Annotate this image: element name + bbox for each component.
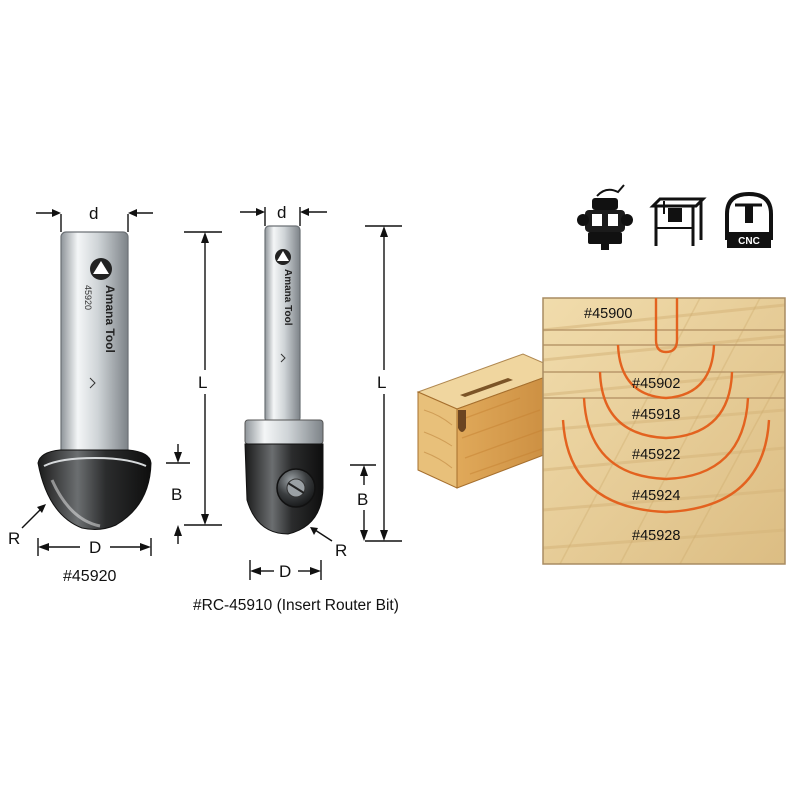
profile-label-45902: #45902	[632, 376, 680, 392]
router-table-icon	[649, 197, 707, 246]
dim-label-L: L	[198, 373, 207, 392]
profile-label-45928: #45928	[632, 528, 680, 544]
insert-dim-label-L: L	[377, 373, 386, 392]
insert-dim-label-d: d	[277, 203, 286, 222]
profile-shape-45922	[582, 397, 750, 481]
solid-round-nose-bit: Amana Tool 45920 d L B R	[8, 204, 222, 585]
profile-shape-45902	[616, 344, 716, 400]
profile-label-45900: #45900	[584, 306, 632, 322]
insert-dim-label-D: D	[279, 562, 291, 581]
amana-logo-icon	[90, 258, 112, 280]
insert-router-bit: Amana Tool d L B R	[193, 203, 402, 614]
dim-label-B: B	[171, 485, 182, 504]
handheld-router-icon	[577, 184, 633, 250]
dim-label-d: d	[89, 204, 98, 223]
bearing-collar	[244, 419, 324, 445]
cutter-head	[37, 449, 152, 530]
shank-number-text: 45920	[83, 285, 93, 310]
machine-icons: CNC	[577, 184, 773, 250]
insert-shank-brand-text: Amana Tool	[282, 269, 293, 326]
profile-label-45922: #45922	[632, 447, 680, 463]
profile-label-45918: #45918	[632, 407, 680, 423]
dim-label-D: D	[89, 538, 101, 557]
profile-shape-45918	[598, 371, 734, 440]
profile-label-45924: #45924	[632, 488, 680, 504]
amana-logo-icon	[275, 249, 291, 265]
dim-label-R: R	[8, 529, 20, 548]
profile-shape-45900	[654, 298, 679, 354]
part-number-45920: #45920	[63, 568, 116, 585]
insert-dim-label-B: B	[357, 490, 368, 509]
cnc-label: CNC	[738, 236, 760, 247]
wood-block-sample	[416, 353, 564, 489]
shank-brand-text: Amana Tool	[103, 285, 117, 353]
part-number-rc-45910: #RC-45910 (Insert Router Bit)	[193, 597, 399, 614]
cnc-machine-icon: CNC	[725, 191, 773, 248]
profile-shape-45924	[561, 419, 771, 514]
insert-dim-label-R: R	[335, 541, 347, 560]
profile-panel: #45900 #45902 #45918 #45922 #45924 #4592…	[542, 297, 786, 565]
